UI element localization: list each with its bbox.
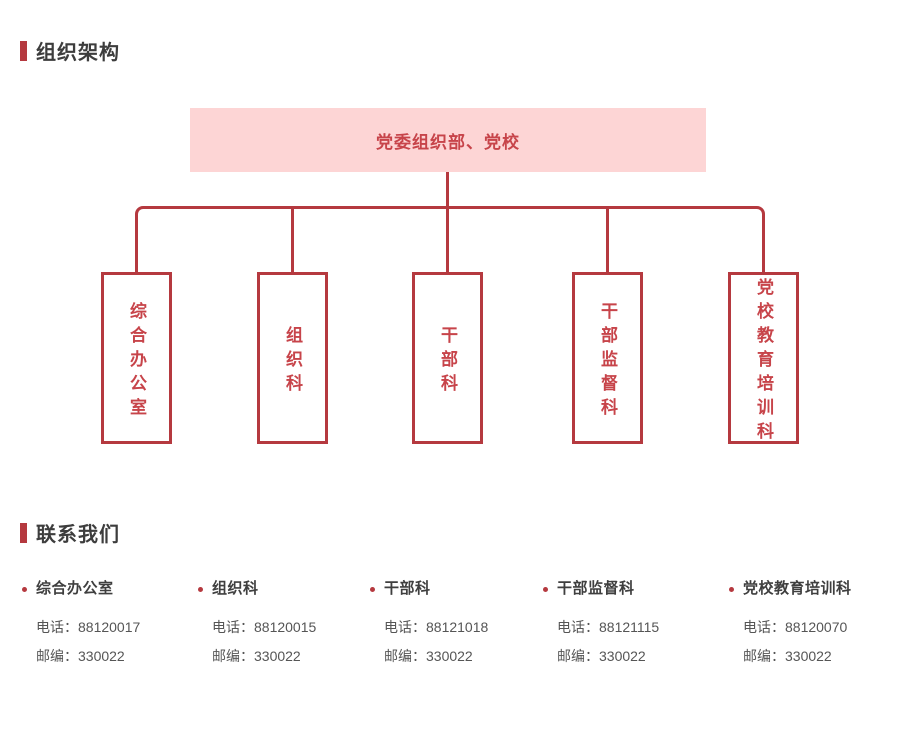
postal-value: 330022 [78, 648, 125, 664]
connector-frame [135, 206, 765, 272]
org-dept-box-3: 干部科 [412, 272, 483, 444]
postal-value: 330022 [254, 648, 301, 664]
org-section-header: 组织架构 [20, 36, 120, 65]
postal-value: 330022 [426, 648, 473, 664]
contact-card-5: 党校教育培训科 电话：88120070 邮编：330022 [729, 580, 852, 663]
connector-drop [606, 206, 609, 272]
org-dept-label: 组织科 [283, 325, 302, 398]
postal-value: 330022 [785, 648, 832, 664]
postal-value: 330022 [599, 648, 646, 664]
connector-drop [291, 206, 294, 272]
contact-card-2: 组织科 电话：88120015 邮编：330022 [198, 580, 316, 663]
contact-phone-line: 电话：88120015 [212, 620, 316, 634]
phone-label: 电话： [743, 619, 785, 635]
org-dept-box-5: 党校教育培训科 [728, 272, 799, 446]
phone-value: 88120070 [785, 619, 848, 635]
postal-label: 邮编： [212, 648, 254, 664]
phone-label: 电话： [36, 619, 78, 635]
contact-phone-line: 电话：88121115 [557, 620, 659, 634]
org-dept-label: 干部科 [438, 325, 457, 398]
contact-postal-line: 邮编：330022 [743, 649, 852, 663]
contact-section-header: 联系我们 [20, 518, 120, 547]
phone-label: 电话： [212, 619, 254, 635]
bullet-icon [543, 586, 548, 592]
accent-bar-icon [20, 40, 27, 61]
contact-name-row: 干部监督科 [543, 580, 659, 598]
bullet-icon [370, 586, 375, 592]
contact-phone-line: 电话：88120017 [36, 620, 140, 634]
contact-postal-line: 邮编：330022 [212, 649, 316, 663]
contact-name: 综合办公室 [36, 580, 114, 597]
contact-card-3: 干部科 电话：88121018 邮编：330022 [370, 580, 488, 663]
contact-name: 干部科 [384, 580, 431, 597]
phone-value: 88120017 [78, 619, 141, 635]
connector-drop [446, 206, 449, 272]
bullet-icon [729, 586, 734, 592]
phone-value: 88120015 [254, 619, 317, 635]
phone-label: 电话： [384, 619, 426, 635]
phone-value: 88121018 [426, 619, 489, 635]
contact-name: 干部监督科 [557, 580, 635, 597]
contact-phone-line: 电话：88121018 [384, 620, 488, 634]
contact-phone-line: 电话：88120070 [743, 620, 852, 634]
phone-label: 电话： [557, 619, 599, 635]
contact-name-row: 党校教育培训科 [729, 580, 852, 598]
contact-name-row: 干部科 [370, 580, 488, 598]
contact-postal-line: 邮编：330022 [557, 649, 659, 663]
org-dept-label: 综合办公室 [127, 301, 146, 422]
phone-value: 88121115 [599, 619, 660, 635]
org-dept-box-2: 组织科 [257, 272, 328, 444]
contact-card-1: 综合办公室 电话：88120017 邮编：330022 [22, 580, 140, 663]
contact-postal-line: 邮编：330022 [36, 649, 140, 663]
contact-section-title: 联系我们 [36, 524, 120, 546]
org-dept-label: 干部监督科 [598, 301, 617, 422]
postal-label: 邮编： [743, 648, 785, 664]
bullet-icon [22, 586, 27, 592]
contact-name-row: 组织科 [198, 580, 316, 598]
org-dept-label: 党校教育培训科 [754, 277, 773, 446]
contact-card-4: 干部监督科 电话：88121115 邮编：330022 [543, 580, 659, 663]
org-dept-box-4: 干部监督科 [572, 272, 643, 444]
org-section-title: 组织架构 [36, 42, 120, 64]
contact-name-row: 综合办公室 [22, 580, 140, 598]
bullet-icon [198, 586, 203, 592]
connector-stem [446, 172, 449, 209]
contact-postal-line: 邮编：330022 [384, 649, 488, 663]
postal-label: 邮编： [557, 648, 599, 664]
contact-name: 党校教育培训科 [743, 580, 852, 597]
org-root-box: 党委组织部、党校 [190, 108, 706, 172]
org-dept-box-1: 综合办公室 [101, 272, 172, 444]
contact-name: 组织科 [212, 580, 259, 597]
postal-label: 邮编： [384, 648, 426, 664]
postal-label: 邮编： [36, 648, 78, 664]
accent-bar-icon [20, 522, 27, 543]
